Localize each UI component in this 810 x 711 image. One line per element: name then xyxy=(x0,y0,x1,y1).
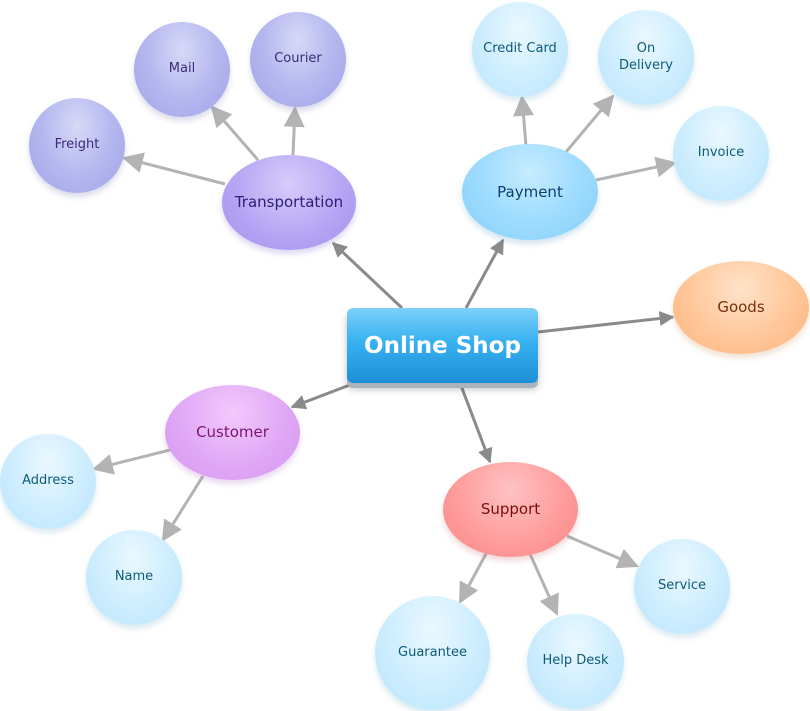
node-courier[interactable]: Courier xyxy=(250,12,346,107)
node-on-delivery[interactable]: On Delivery xyxy=(598,10,694,105)
node-support[interactable]: Support xyxy=(443,462,578,557)
node-mail[interactable]: Mail xyxy=(134,22,230,117)
node-help-desk[interactable]: Help Desk xyxy=(527,614,624,709)
node-invoice-label: Invoice xyxy=(697,145,745,161)
node-transportation[interactable]: Transportation xyxy=(222,155,356,250)
node-invoice[interactable]: Invoice xyxy=(673,106,769,201)
central-node-online-shop[interactable]: Online Shop xyxy=(347,308,538,383)
node-guarantee[interactable]: Guarantee xyxy=(375,596,490,710)
node-goods[interactable]: Goods xyxy=(673,261,809,354)
node-on-delivery-label: On Delivery xyxy=(619,41,673,73)
node-name[interactable]: Name xyxy=(86,530,182,625)
connector-center-transportation xyxy=(331,241,404,310)
node-credit-card-label: Credit Card xyxy=(483,41,557,57)
connector-support-help-desk xyxy=(528,553,559,616)
connector-center-payment xyxy=(464,238,505,309)
node-address[interactable]: Address xyxy=(0,434,96,529)
node-service[interactable]: Service xyxy=(634,539,730,634)
connector-transportation-freight xyxy=(121,152,226,186)
node-courier-label: Courier xyxy=(274,51,322,67)
node-freight[interactable]: Freight xyxy=(29,98,125,193)
connector-payment-on-delivery xyxy=(564,94,615,153)
node-name-label: Name xyxy=(114,569,154,585)
connector-transportation-courier xyxy=(283,105,305,156)
node-customer[interactable]: Customer xyxy=(165,385,300,480)
connector-center-support xyxy=(458,382,493,464)
node-support-label: Support xyxy=(480,500,541,519)
node-address-label: Address xyxy=(22,473,74,489)
node-goods-label: Goods xyxy=(717,298,765,317)
node-mail-label: Mail xyxy=(168,61,196,77)
node-help-desk-label: Help Desk xyxy=(542,653,609,669)
connector-customer-address xyxy=(91,448,171,475)
connector-center-customer xyxy=(290,381,356,410)
node-transportation-label: Transportation xyxy=(234,193,344,212)
node-payment[interactable]: Payment xyxy=(462,144,598,240)
connector-payment-credit-card xyxy=(513,94,535,147)
connector-support-guarantee xyxy=(458,551,489,604)
connector-transportation-mail xyxy=(210,105,260,161)
node-credit-card[interactable]: Credit Card xyxy=(472,2,568,97)
node-freight-label: Freight xyxy=(54,137,100,153)
connector-payment-invoice xyxy=(595,156,678,182)
connector-support-service xyxy=(566,534,639,569)
connector-customer-name xyxy=(161,475,205,542)
node-guarantee-label: Guarantee xyxy=(398,644,467,660)
connector-center-goods xyxy=(537,311,675,334)
node-customer-label: Customer xyxy=(196,423,269,442)
node-payment-label: Payment xyxy=(497,182,563,201)
central-node-label: Online Shop xyxy=(364,332,521,359)
node-service-label: Service xyxy=(657,578,707,594)
